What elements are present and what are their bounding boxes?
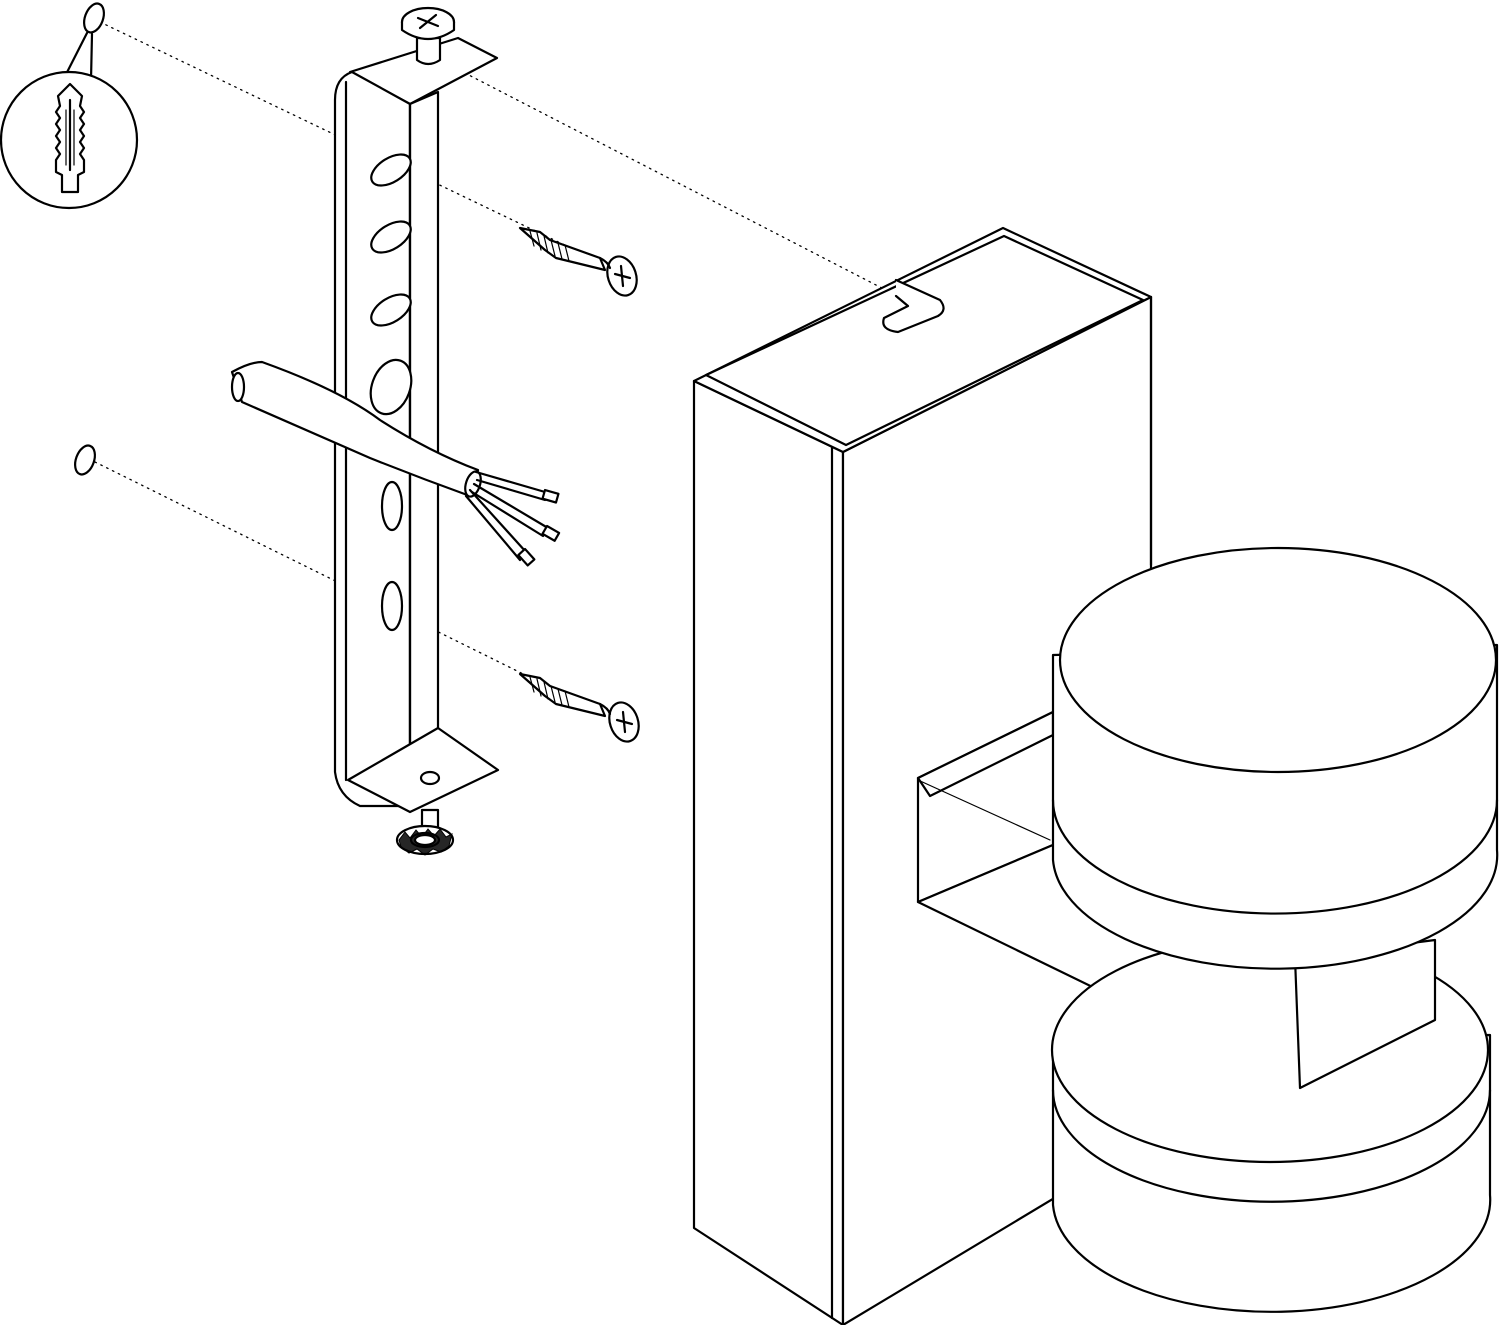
wire-tips bbox=[517, 488, 561, 567]
wall-plug-detail-callout bbox=[0, 70, 139, 210]
lamp-cylinder-lower bbox=[1050, 936, 1492, 1313]
mounting-screw-bottom bbox=[518, 672, 640, 743]
top-bolt bbox=[400, 6, 456, 66]
power-cable bbox=[230, 360, 561, 567]
wall-plug-icon bbox=[54, 82, 86, 194]
guide-top-plug bbox=[99, 21, 601, 263]
bracket-slots bbox=[369, 153, 413, 632]
guide-bottom-plug bbox=[94, 461, 601, 713]
lamp-housing-front bbox=[692, 379, 845, 1325]
lamp-cylinder-upper bbox=[1051, 546, 1499, 970]
guide-top-housing bbox=[429, 54, 941, 319]
bottom-nut bbox=[395, 808, 455, 856]
wall-plug-bottom bbox=[74, 444, 96, 476]
alignment-guides bbox=[94, 21, 941, 713]
wall-lamp bbox=[692, 226, 1499, 1325]
mounting-screw-top bbox=[518, 226, 638, 297]
